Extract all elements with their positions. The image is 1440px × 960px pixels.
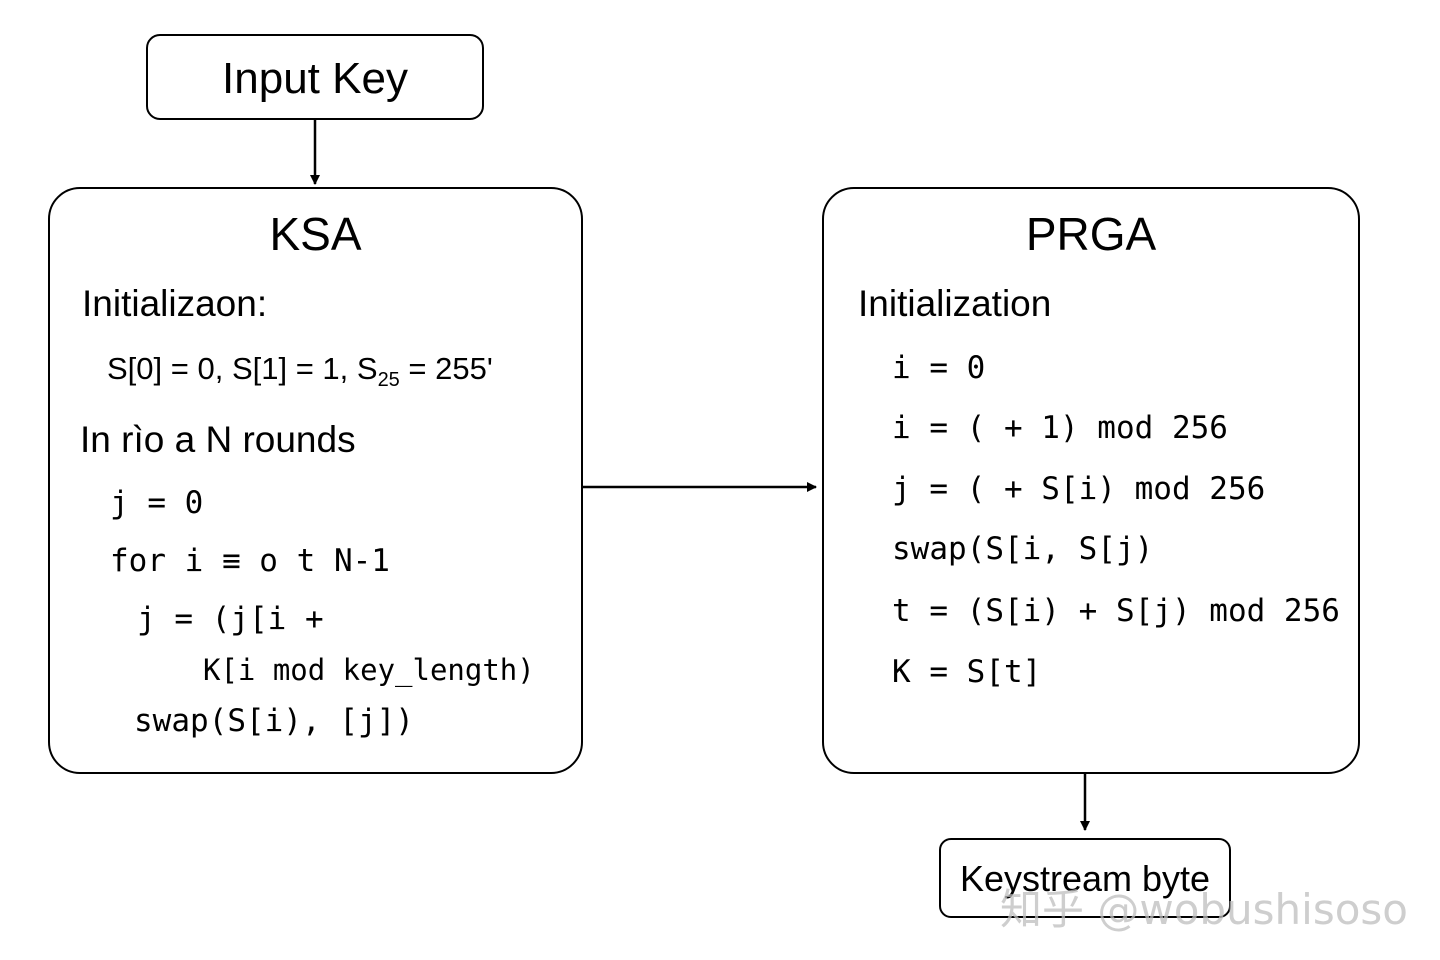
prga-code-line-3: j = ( + S[i) mod 256 — [892, 471, 1266, 507]
ksa-init-line: S[0] = 0, S[1] = 1, S25 = 255' — [107, 351, 493, 392]
keystream-byte-label: Keystream byte — [959, 858, 1211, 899]
prga-box: PRGA Initialization i = 0 i = ( + 1) mod… — [822, 187, 1360, 774]
ksa-box: KSA Initializaon: S[0] = 0, S[1] = 1, S2… — [48, 187, 583, 774]
prga-code-line-1: i = 0 — [892, 350, 986, 386]
ksa-code-line-4: K[i mod key_length) — [203, 653, 535, 687]
ksa-code-line-3: j = (j[i + — [137, 601, 324, 637]
prga-code-line-4: swap(S[i, S[j) — [892, 531, 1154, 567]
ksa-code-line-2: for i ≡ o t N-1 — [110, 543, 390, 579]
input-key-label: Input Key — [222, 54, 408, 103]
watermark-text: 知乎 @wobushisoso — [1000, 885, 1409, 934]
ksa-init-line-b: = 255' — [399, 351, 493, 386]
ksa-code-line-5: swap(S[i), [j]) — [134, 703, 414, 739]
ksa-code-line-1: j = 0 — [110, 485, 204, 521]
ksa-title: KSA — [269, 208, 362, 260]
ksa-rounds-heading: In rìo a N rounds — [80, 419, 356, 460]
prga-title: PRGA — [1025, 208, 1157, 260]
ksa-init-line-a: S[0] = 0, S[1] = 1, S — [107, 351, 378, 386]
prga-code-line-6: K = S[t] — [892, 654, 1042, 690]
prga-init-heading: Initialization — [858, 283, 1052, 324]
prga-code-line-5: t = (S[i) + S[j) mod 256 — [892, 593, 1340, 629]
keystream-byte-box: Keystream byte — [939, 838, 1231, 918]
input-key-box: Input Key — [146, 34, 484, 120]
prga-code-line-2: i = ( + 1) mod 256 — [892, 410, 1228, 446]
ksa-init-subscript: 25 — [377, 369, 400, 392]
ksa-init-heading: Initializaon: — [82, 283, 268, 324]
